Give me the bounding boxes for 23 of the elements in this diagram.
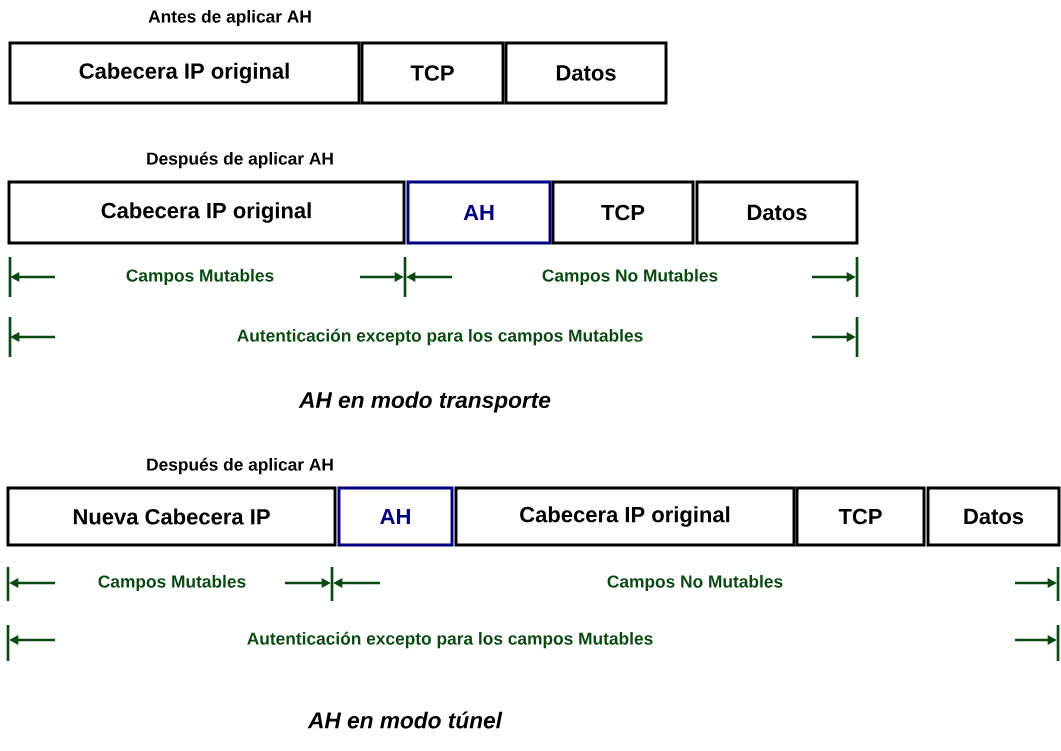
dimension-label: Campos Mutables — [126, 268, 274, 286]
field-box: Datos — [695, 180, 859, 245]
dimension-label: Campos Mutables — [98, 574, 246, 592]
field-box: TCP — [795, 486, 926, 547]
field-box: Datos — [926, 486, 1061, 547]
field-box: Nueva Cabecera IP — [6, 486, 337, 547]
heading: Antes de aplicar AH — [148, 9, 311, 27]
field-box: Cabecera IP original — [8, 41, 361, 105]
field-box: Datos — [504, 41, 668, 105]
header-box: AH — [337, 486, 454, 547]
dimension-label: Autenticación excepto para los campos Mutables — [247, 631, 653, 649]
heading: Después de aplicar AH — [147, 151, 333, 169]
caption: AH en modo túnel — [307, 711, 503, 729]
field-box: Cabecera IP original — [454, 486, 796, 547]
field-box: TCP — [360, 41, 505, 105]
dimension-label: Campos No Mutables — [542, 268, 718, 286]
dimension-label: Campos No Mutables — [607, 574, 783, 592]
caption: AH en modo transporte — [298, 391, 551, 413]
field-box: Cabecera IP original — [7, 180, 406, 245]
header-box: AH — [406, 180, 552, 245]
field-box: TCP — [551, 180, 695, 245]
dimension-label: Autenticación excepto para los campos Mutables — [237, 328, 643, 346]
heading: Después de aplicar AH — [147, 457, 333, 475]
